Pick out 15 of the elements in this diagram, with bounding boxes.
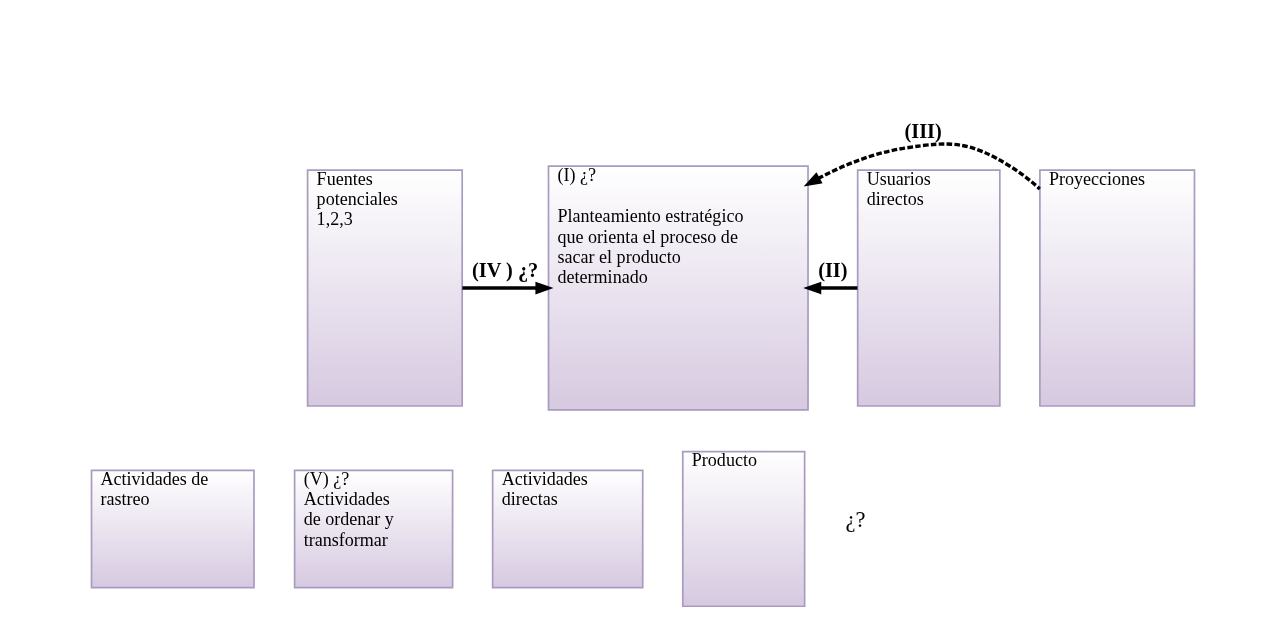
node-box: Fuentes potenciales 1,2,3 bbox=[306, 169, 463, 407]
node-box: Usuarios directos bbox=[856, 169, 1001, 407]
label: ¿? bbox=[844, 506, 865, 532]
edge-label: (II) bbox=[817, 259, 848, 282]
arrow bbox=[461, 281, 554, 295]
edge-label: (IV ) ¿? bbox=[471, 259, 538, 282]
node-box: Actividades directas bbox=[491, 469, 644, 589]
node-box: Producto bbox=[681, 450, 805, 608]
arrow bbox=[802, 281, 857, 295]
node-box: (I) ¿? Planteamiento estratégico que orienta el proceso de sacar el producto determinado bbox=[547, 165, 809, 411]
node-box: (V) ¿? Actividades de ordenar y transformar bbox=[293, 469, 453, 589]
arrow bbox=[803, 142, 1041, 191]
node-box: Proyecciones bbox=[1038, 169, 1195, 407]
edge-label: (III) bbox=[904, 120, 942, 143]
node-box: Actividades de rastreo bbox=[90, 469, 255, 589]
